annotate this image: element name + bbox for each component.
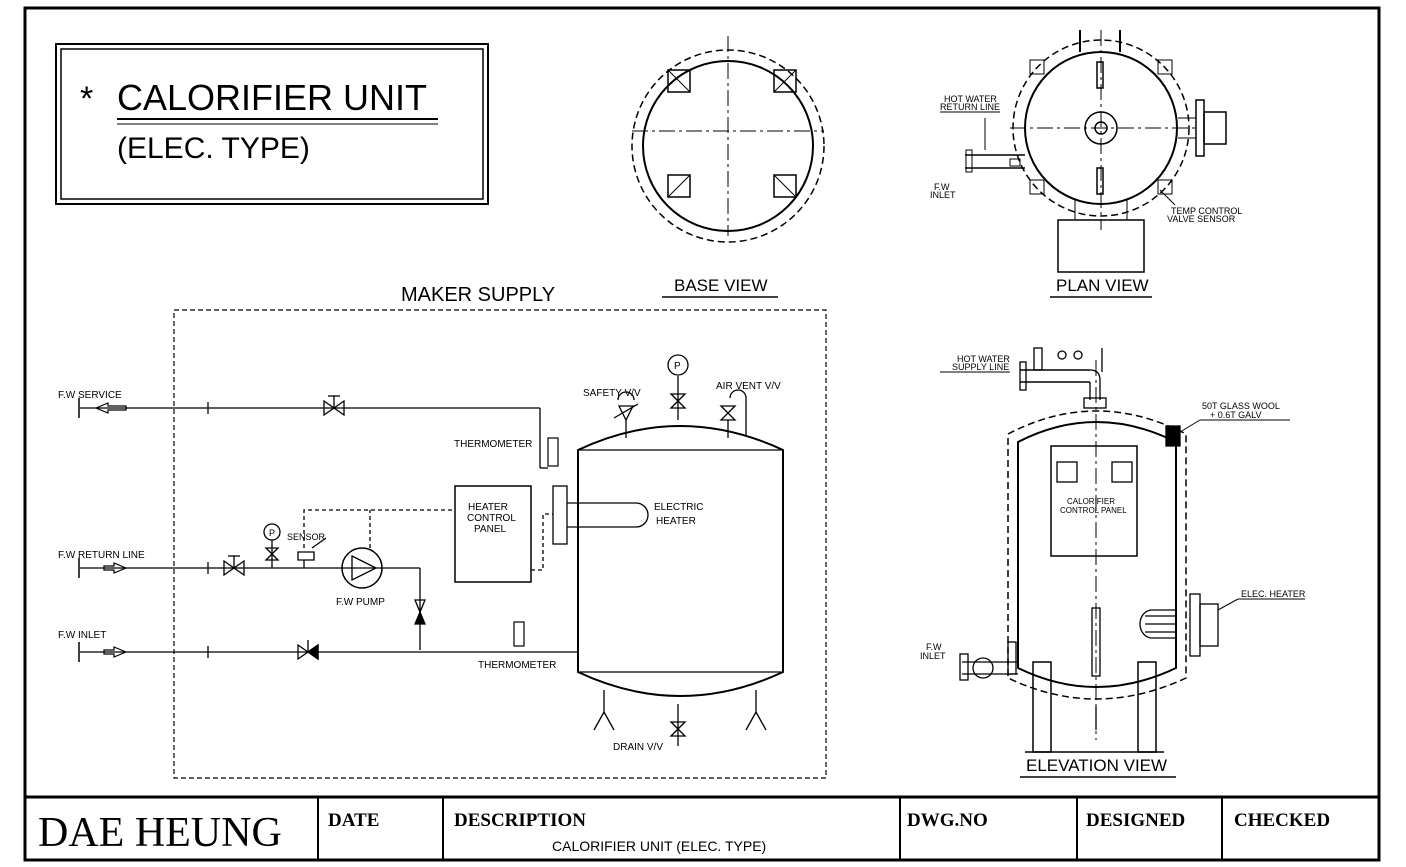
safety-vv-label: SAFETY V/V [583,388,641,399]
elevation-view [959,347,1219,753]
fw-inlet-label: F.W INLET [58,630,106,641]
electric-heater-label-2: HEATER [656,516,696,527]
schematic-valves [223,393,737,737]
electric-heater-label-1: ELECTRIC [654,502,703,513]
title-star: * [80,80,93,118]
air-vent-valve [719,405,737,421]
elev-supply-line-label: SUPPLY LINE [952,362,1009,372]
description-value: CALORIFIER UNIT (ELEC. TYPE) [552,838,766,854]
fw-return-line-label: F.W RETURN LINE [58,550,145,561]
flow-arrows [94,402,128,658]
date-header: DATE [328,810,379,831]
plan-hot-water-label: HOT WATER [944,94,997,104]
return-gauge-valve [264,547,280,561]
calorifier-panel-label-2: CONTROL PANEL [1060,506,1127,515]
elev-inlet-label: INLET [920,651,946,661]
checked-header: CHECKED [1234,810,1330,831]
schematic-piping [78,354,784,746]
elec-heater-label: ELEC. HEATER [1241,589,1306,599]
maker-supply-label: MAKER SUPPLY [401,284,555,306]
plan-view-label: PLAN VIEW [1056,276,1149,295]
safety-valve [613,403,639,422]
elevation-view-label: ELEVATION VIEW [1026,756,1167,775]
elevation-annotations: HOT WATER SUPPLY LINE 50T GLASS WOOL + 0… [920,354,1306,661]
drain-valve [669,721,687,737]
inlet-valve [297,640,319,661]
thermometer-top-label: THERMOMETER [454,439,532,450]
heater-control-label-2: CONTROL [467,513,516,524]
elev-fw-label: F.W [926,642,942,652]
description-header: DESCRIPTION [454,810,586,831]
gauge-valve [669,393,687,409]
plan-annotations: HOT WATER RETURN LINE F.W INLET TEMP CON… [930,94,1242,224]
service-valve [323,395,345,417]
company-name: DAE HEUNG [38,810,282,856]
elevation-leaders [940,111,1305,611]
plan-return-line-label: RETURN LINE [940,102,1000,112]
base-view-label: BASE VIEW [674,276,768,295]
glass-wool-label-1: 50T GLASS WOOL [1202,401,1280,411]
sensor-label: SENSOR [287,532,326,542]
fw-service-label: F.W SERVICE [58,390,122,401]
title-box: * CALORIFIER UNIT (ELEC. TYPE) [55,43,489,205]
plan-view [965,30,1227,273]
calorifier-panel-label-1: CALORIFIER [1067,497,1115,506]
elev-hot-water-label: HOT WATER [957,354,1010,364]
drain-vv-label: DRAIN V/V [613,742,663,753]
dwg-no-header: DWG.NO [907,810,988,831]
plan-valve-sensor-label: VALVE SENSOR [1167,214,1236,224]
schematic-annotations: F.W SERVICE F.W RETURN LINE F.W INLET TH… [58,361,781,753]
return-gauge-label: P [269,528,275,538]
plan-temp-control-label: TEMP CONTROL [1171,206,1242,216]
thermometer-bottom-label: THERMOMETER [478,660,556,671]
return-valve [223,555,245,577]
designed-header: DESIGNED [1086,810,1185,831]
glass-wool-label-2: + 0.6T GALV [1210,410,1261,420]
plan-fw-label: F.W [934,182,950,192]
heater-control-label-1: HEATER [468,502,508,513]
title-block [25,795,1379,860]
title-sub: (ELEC. TYPE) [117,132,310,165]
sheet-border [23,6,1381,862]
heater-control-label-3: PANEL [474,524,506,535]
plan-inlet-label: INLET [930,190,956,200]
pressure-gauge-label: P [674,361,681,372]
base-view [631,36,825,243]
air-vent-vv-label: AIR VENT V/V [716,381,781,392]
fw-pump-label: F.W PUMP [336,597,385,608]
title-main: CALORIFIER UNIT [117,77,427,118]
